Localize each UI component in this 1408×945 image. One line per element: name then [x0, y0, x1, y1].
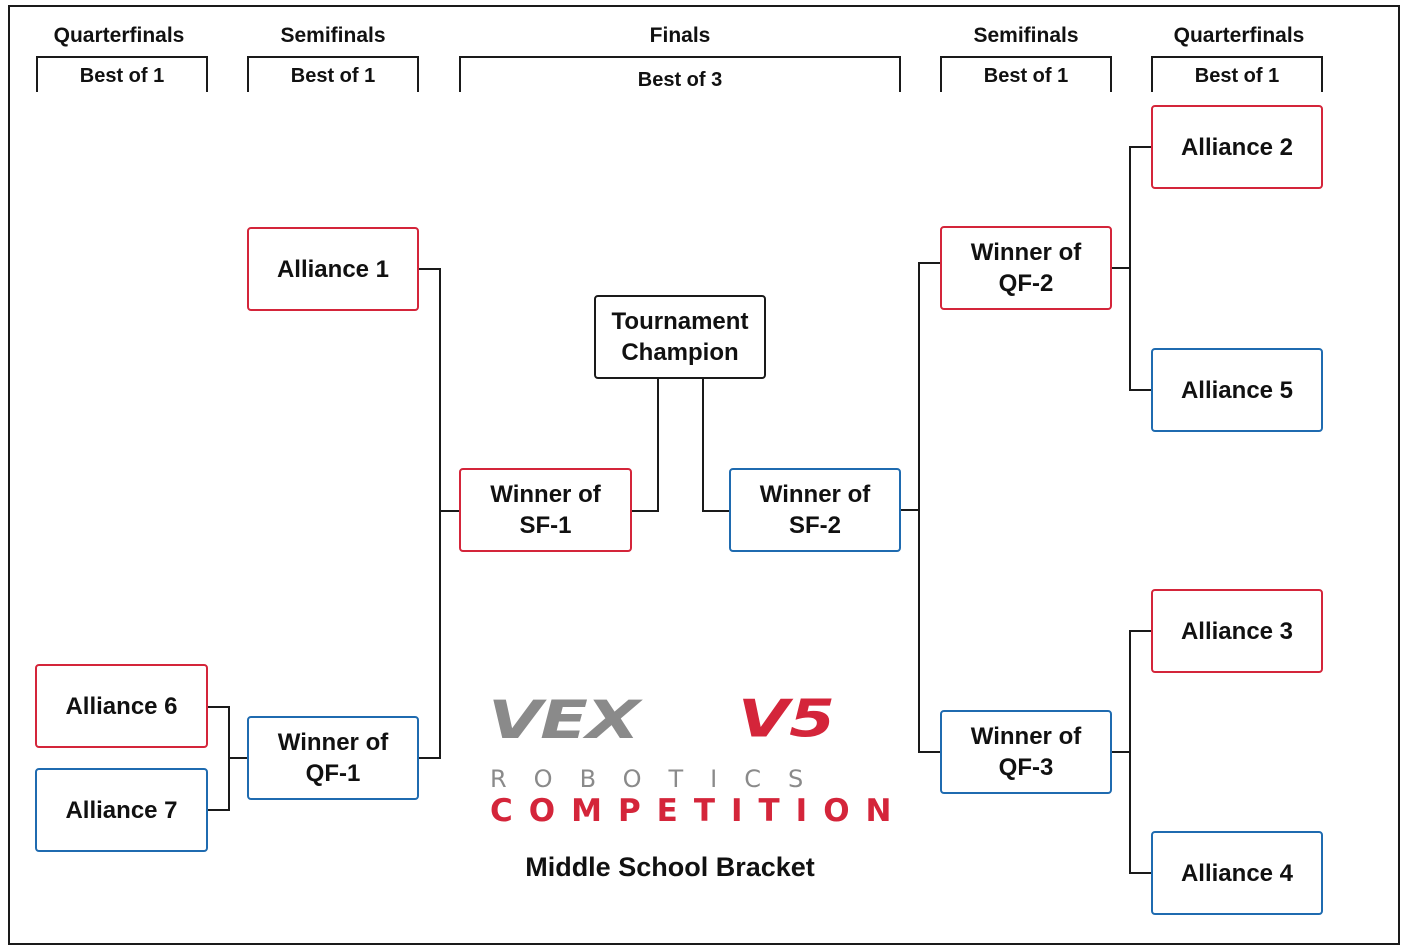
team-box-alliance-3: Alliance 3	[1151, 589, 1323, 673]
connector-qf1	[207, 706, 230, 811]
format-finals: Best of 3	[459, 56, 901, 92]
header-right-semifinals: Semifinals	[973, 24, 1079, 47]
team-label: Winner of SF-1	[490, 481, 601, 539]
connector-sf1	[418, 268, 441, 759]
vex-v5-logo: VEX V5 ROBOTICS COMPETITION	[488, 683, 908, 833]
team-label: Alliance 3	[1180, 617, 1294, 645]
team-label: Alliance 7	[65, 796, 178, 824]
champion-box: Tournament Champion	[594, 295, 766, 379]
team-label: Alliance 4	[1180, 859, 1294, 887]
connector-final-right	[702, 378, 730, 512]
connector-sf2	[918, 262, 941, 753]
format-right-semifinals: Best of 1	[940, 56, 1112, 92]
team-label: Winner of QF-1	[277, 729, 389, 787]
team-label: Alliance 6	[65, 692, 178, 720]
team-label: Winner of SF-2	[759, 481, 871, 539]
team-label: Alliance 2	[1180, 133, 1294, 161]
team-box-alliance-1: Alliance 1	[247, 227, 419, 311]
team-box-winner-qf2: Winner of QF-2	[940, 226, 1112, 310]
header-left-semifinals: Semifinals	[280, 24, 386, 47]
connector-qf3	[1129, 630, 1152, 874]
header-finals: Finals	[649, 24, 711, 47]
format-left-semifinals: Best of 1	[247, 56, 419, 92]
vex-wordmark: VEX	[488, 689, 640, 751]
champion-label: Tournament Champion	[611, 308, 749, 366]
team-box-winner-qf1: Winner of QF-1	[247, 716, 419, 800]
team-box-alliance-7: Alliance 7	[35, 768, 208, 852]
team-label: Alliance 5	[1180, 376, 1294, 404]
v5-wordmark: V5	[738, 689, 836, 750]
team-box-alliance-4: Alliance 4	[1151, 831, 1323, 915]
team-box-winner-sf2: Winner of SF-2	[729, 468, 901, 552]
header-right-quarterfinals: Quarterfinals	[1173, 24, 1305, 47]
team-box-winner-qf3: Winner of QF-3	[940, 710, 1112, 794]
header-left-quarterfinals: Quarterfinals	[53, 24, 185, 47]
competition-wordmark: COMPETITION	[490, 793, 908, 829]
team-box-alliance-6: Alliance 6	[35, 664, 208, 748]
connector-final-left	[631, 378, 659, 512]
connector-qf2	[1129, 146, 1152, 391]
team-label: Winner of QF-2	[970, 239, 1082, 297]
team-label: Alliance 1	[276, 255, 390, 283]
team-box-winner-sf1: Winner of SF-1	[459, 468, 632, 552]
bracket-caption: Middle School Bracket	[525, 852, 815, 882]
team-box-alliance-2: Alliance 2	[1151, 105, 1323, 189]
format-left-quarterfinals: Best of 1	[36, 56, 208, 92]
team-box-alliance-5: Alliance 5	[1151, 348, 1323, 432]
robotics-wordmark: ROBOTICS	[490, 765, 831, 793]
format-right-quarterfinals: Best of 1	[1151, 56, 1323, 92]
team-label: Winner of QF-3	[970, 723, 1082, 781]
